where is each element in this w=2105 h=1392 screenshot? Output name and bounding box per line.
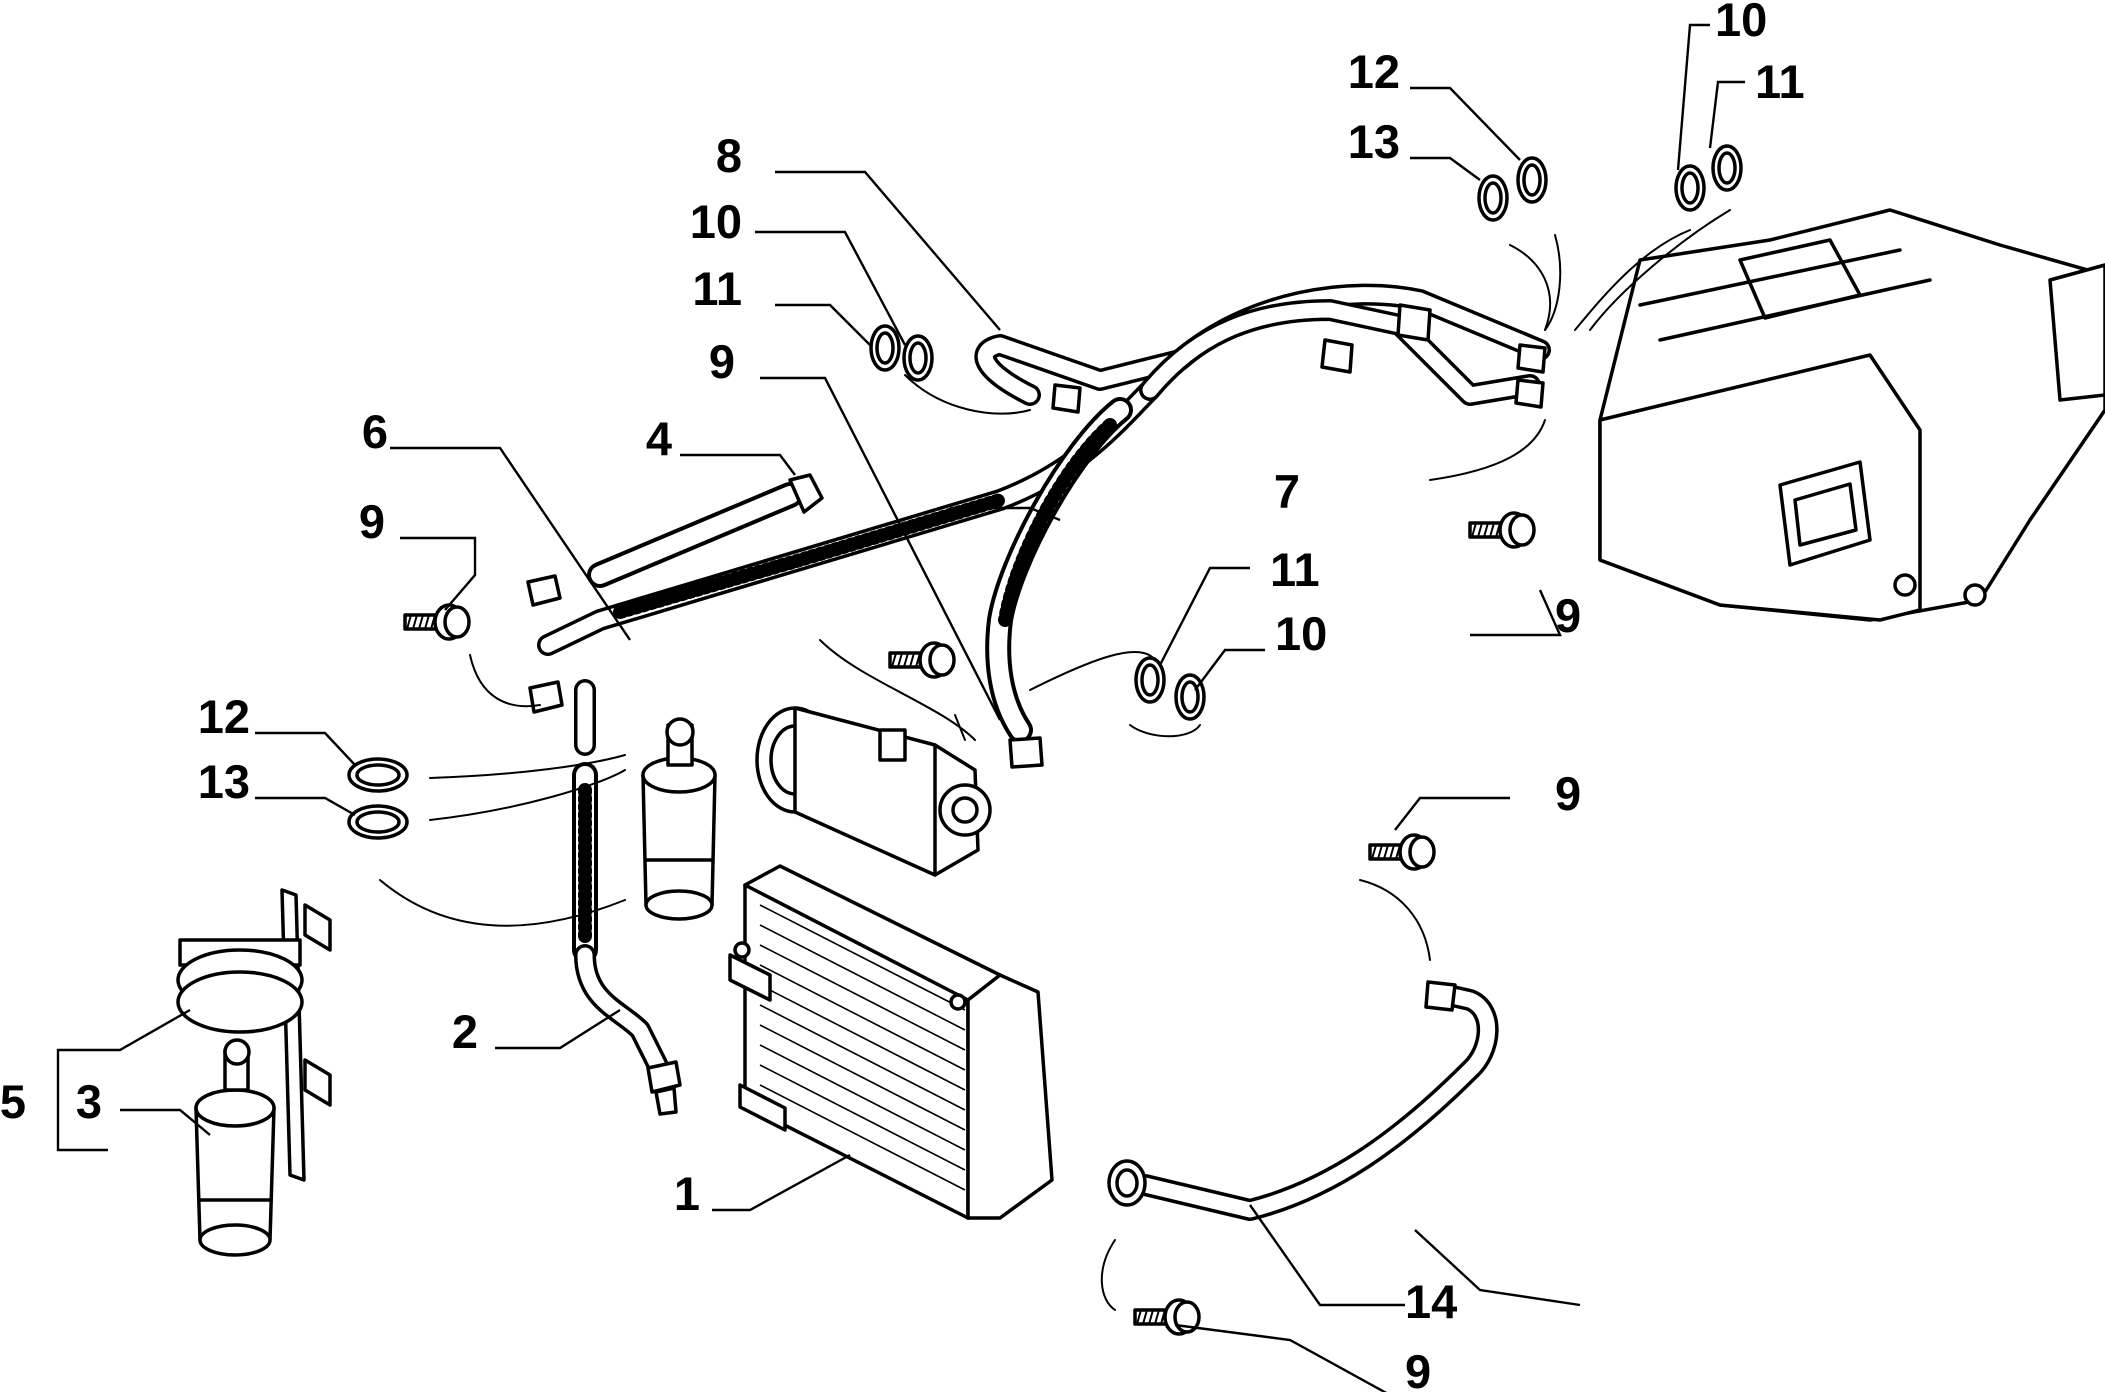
- evaporator-housing: [1598, 208, 2105, 622]
- compressor: [755, 706, 992, 877]
- callout-9-left: 9: [359, 495, 385, 548]
- callout-10-upper-left: 10: [690, 195, 742, 248]
- callout-11-top-right: 11: [1755, 55, 1805, 108]
- callout-11-upper-left: 11: [692, 262, 742, 315]
- callout-9-right: 9: [1555, 589, 1581, 642]
- callout-12-left: 12: [198, 690, 250, 743]
- short-hose: [587, 473, 824, 588]
- receiver-drier-upper: [641, 717, 717, 921]
- evaporator-lines: [974, 283, 1551, 414]
- o-ring: [1711, 144, 1743, 192]
- callout-9-center: 9: [709, 335, 735, 388]
- leader-lines: [56, 23, 1745, 1392]
- o-ring: [902, 334, 934, 382]
- o-ring: [1174, 673, 1206, 721]
- callout-9-bottom: 9: [1405, 1345, 1431, 1392]
- callout-2: 2: [452, 1005, 478, 1058]
- callout-13-left: 13: [198, 755, 250, 808]
- callout-10-top-right: 10: [1715, 0, 1767, 46]
- callout-10-right: 10: [1275, 607, 1327, 660]
- callout-4: 4: [646, 412, 672, 465]
- condenser: [728, 864, 1054, 1220]
- assembly-guide-lines: [379, 209, 1731, 1311]
- callout-1: 1: [674, 1167, 700, 1220]
- liquid-line-pipe: [572, 762, 682, 1116]
- o-ring: [347, 757, 409, 793]
- callout-8: 8: [716, 129, 742, 182]
- bolt: [1368, 833, 1436, 871]
- receiver-drier-bracket: [176, 888, 332, 1182]
- bolt: [1133, 1298, 1201, 1336]
- callout-12-top: 12: [1348, 45, 1400, 98]
- callout-6: 6: [362, 405, 388, 458]
- o-ring: [1674, 164, 1706, 212]
- callout-labels: 1 2 3 5 4 6 7 8 9 9 9 9 9 10 11 11 10 12…: [0, 0, 1805, 1392]
- callout-14: 14: [1405, 1275, 1457, 1328]
- bolt: [403, 603, 471, 641]
- callout-13-top: 13: [1348, 115, 1400, 168]
- bolt: [1468, 511, 1536, 549]
- suction-hose: [985, 397, 1133, 769]
- lower-pipe: [1107, 980, 1499, 1221]
- callout-3: 3: [76, 1075, 102, 1128]
- o-ring: [1516, 156, 1548, 204]
- callout-7: 7: [1274, 465, 1300, 518]
- receiver-drier-lower: [194, 1038, 276, 1257]
- o-ring: [347, 804, 409, 840]
- o-ring: [1477, 174, 1509, 222]
- callout-9-mid: 9: [1555, 767, 1581, 820]
- o-ring: [869, 324, 901, 372]
- callout-5: 5: [0, 1075, 26, 1128]
- callout-11-right: 11: [1270, 543, 1320, 596]
- bolt: [888, 641, 956, 679]
